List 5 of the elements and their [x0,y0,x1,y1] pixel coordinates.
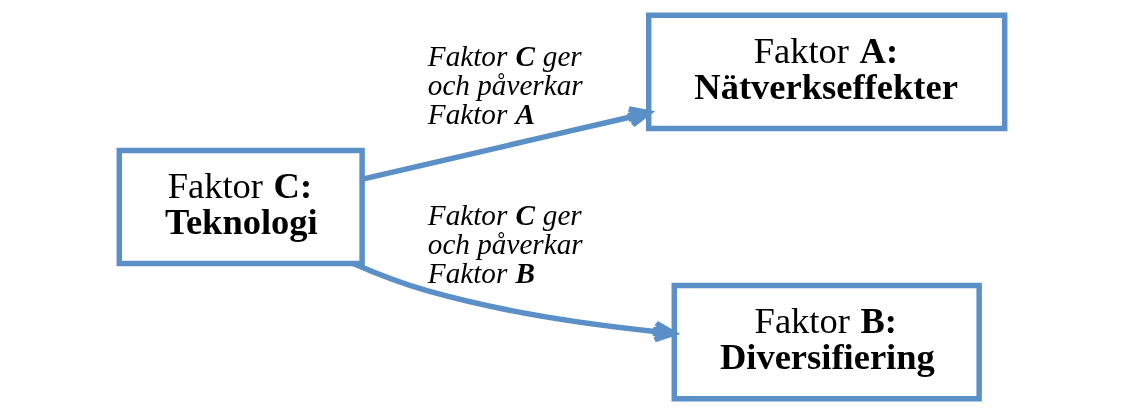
node-box: Faktor C: Teknologi [116,147,365,267]
node-box: Faktor B: Diversifiering [671,282,982,402]
node-box: Faktor A: Nätverkseffekter [645,12,1007,132]
edge-label: Faktor C ger och påverkar Faktor B [427,198,583,290]
edge-label: Faktor C ger och påverkar Faktor A [427,40,583,131]
